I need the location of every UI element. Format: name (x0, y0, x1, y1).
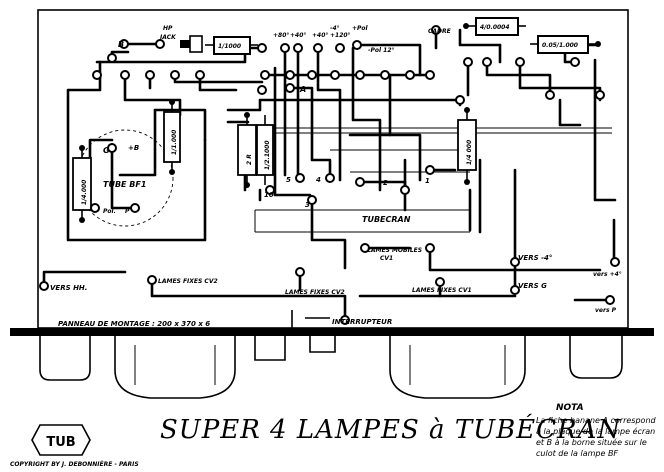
label-b: B (118, 40, 124, 49)
label-hp: HP (163, 25, 173, 32)
resistor-vertical-1-1000 (163, 99, 181, 175)
label-p: P (125, 208, 130, 215)
label-r-005: 0.05/1.000 (542, 42, 578, 49)
label-v120: +120° (330, 32, 351, 39)
label-n10: 10 (264, 191, 274, 199)
wiring-lines (42, 28, 617, 322)
mounting-board-outline (37, 9, 629, 329)
resistor-4-0004 (463, 17, 526, 36)
diagram-labels: B HP JACK 1/1000 +80° +40° +40° -4° +120… (50, 24, 622, 328)
diagram-title: SUPER 4 LAMPES à TUBÉCRAN (160, 413, 621, 445)
label-lames-fixes-cv1: LAMES FIXES CV1 (412, 287, 472, 294)
capacitor-2r (237, 112, 257, 188)
label-plus-b: +B (128, 144, 139, 152)
label-pol: +Pol (352, 25, 369, 32)
label-cv1: CV1 (380, 255, 393, 262)
label-v80: +80° (273, 32, 289, 39)
label-cadre: CADRE (428, 28, 452, 35)
label-vers-4: VERS -4° (518, 254, 552, 262)
thin-lines (250, 127, 612, 233)
copyright-text: COPYRIGHT BY J. DEBONNIÈRE - PARIS (10, 461, 139, 468)
label-vers-g: VERS G (518, 282, 547, 290)
label-v40b: +40° (312, 32, 328, 39)
label-tube-bf1: TUBE BF1 (103, 180, 146, 189)
label-vers-hh: VERS HH. (50, 284, 87, 292)
label-r-4-mid: 1/4 000 (466, 140, 473, 165)
label-tubecran: TUBECRAN (362, 215, 411, 224)
label-vers-p: vers P (595, 307, 617, 314)
nota-line-2: à la plaque de la lampe écran (536, 426, 655, 436)
resistor-vertical-2-1000 (256, 115, 274, 185)
label-lames-mobiles: LAMES MOBILES (367, 247, 422, 254)
front-panel (10, 310, 654, 399)
label-g: G (103, 146, 110, 155)
label-interrupteur: INTERRUPTEUR (332, 318, 392, 326)
label-r-top: 1/1000 (218, 43, 241, 50)
label-r-0004: 4/0.0004 (480, 24, 510, 31)
label-n1: 1 (425, 177, 430, 185)
label-r-1000-mid: 1/1.000 (171, 130, 178, 155)
label-vers-plus4: vers +4° (593, 271, 622, 278)
jack-connector (180, 35, 203, 53)
tub-logo: TUB (31, 424, 91, 456)
capacitor-left-vertical (72, 145, 92, 223)
nota-line-1: La fiche banane A correspond (536, 416, 657, 425)
nota-line-3: et B à la borne située sur le (536, 437, 647, 447)
resistor-1-1000-top (205, 36, 258, 55)
label-panneau: PANNEAU DE MONTAGE : 200 x 370 x 6 (58, 320, 210, 328)
label-jack: JACK (159, 34, 177, 41)
label-2r: 2 R (246, 154, 253, 165)
label-r-21000: 1/2.1000 (264, 140, 271, 170)
nota-line-4: culot de la lampe BF (536, 449, 618, 458)
label-n4: 4 (316, 176, 321, 184)
label-n2: 2 (383, 179, 388, 187)
capacitor-right-vertical (457, 107, 477, 185)
label-v40: +40° (290, 32, 306, 39)
label-a: A (299, 85, 306, 94)
label-minus4: -4° (330, 25, 340, 32)
label-n3: 3 (305, 201, 310, 209)
label-res-left: 1/4.000 (81, 180, 88, 205)
logo-text: TUB (46, 435, 75, 450)
nota-heading: NOTA (556, 403, 584, 413)
label-lames-fixes-cv2-mid: LAMES FIXES CV2 (285, 289, 345, 296)
terminals (39, 25, 620, 325)
resistor-005-1000 (530, 35, 601, 54)
label-n5: 5 (286, 176, 291, 184)
label-lames-fixes-cv2-left: LAMES FIXES CV2 (158, 278, 218, 285)
label-pol-p: Pol. (103, 208, 116, 215)
nota-block: NOTA La fiche banane A correspond à la p… (536, 403, 657, 458)
label-pol12: -Pol 12° (368, 47, 395, 54)
